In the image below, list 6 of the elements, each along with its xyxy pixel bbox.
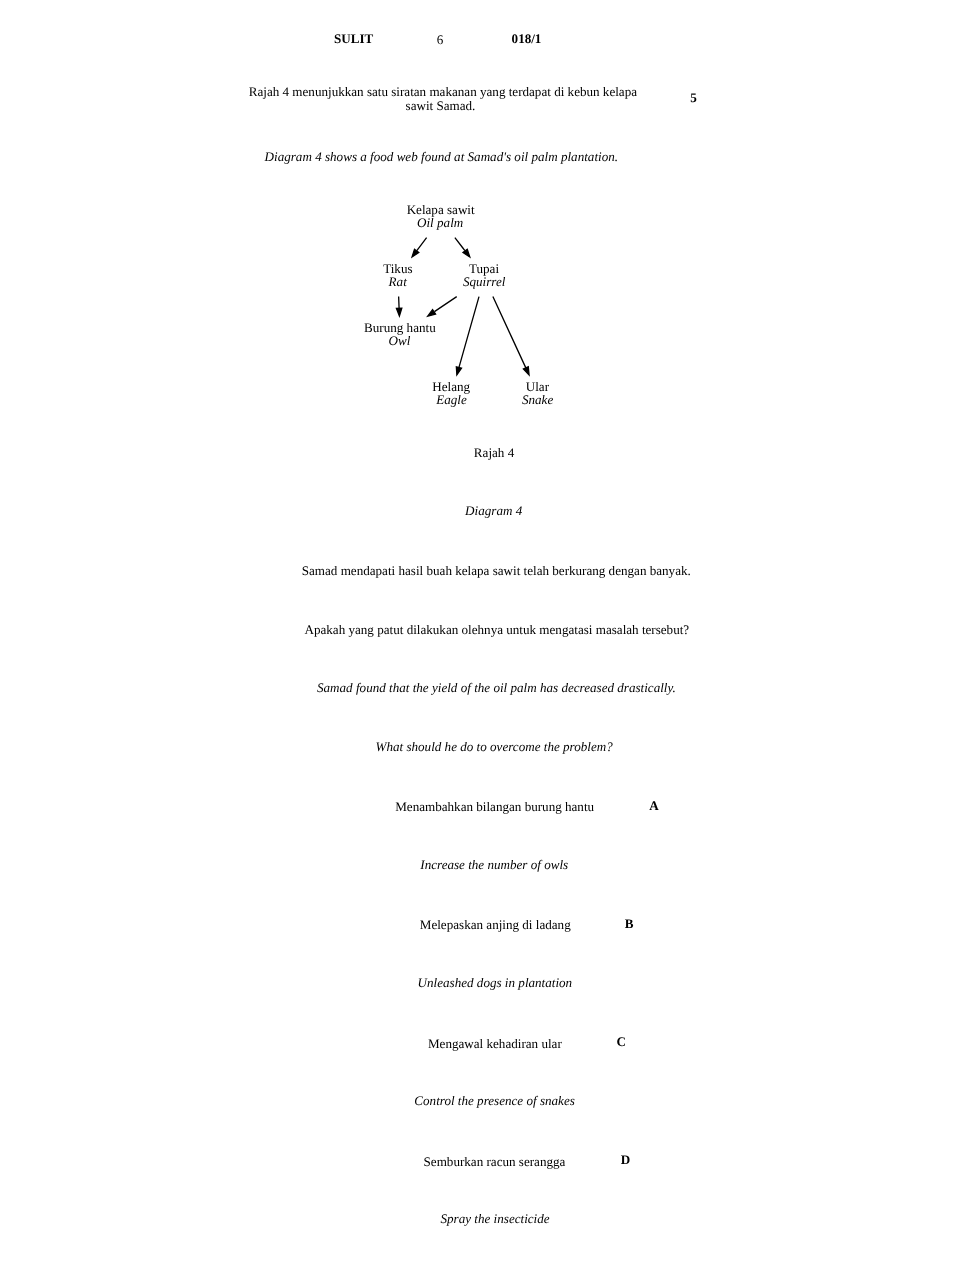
arrow — [454, 236, 471, 259]
arrow — [492, 295, 530, 377]
arrow — [455, 295, 480, 377]
arrow — [426, 295, 458, 318]
arrow — [410, 236, 428, 259]
arrow — [395, 295, 403, 318]
